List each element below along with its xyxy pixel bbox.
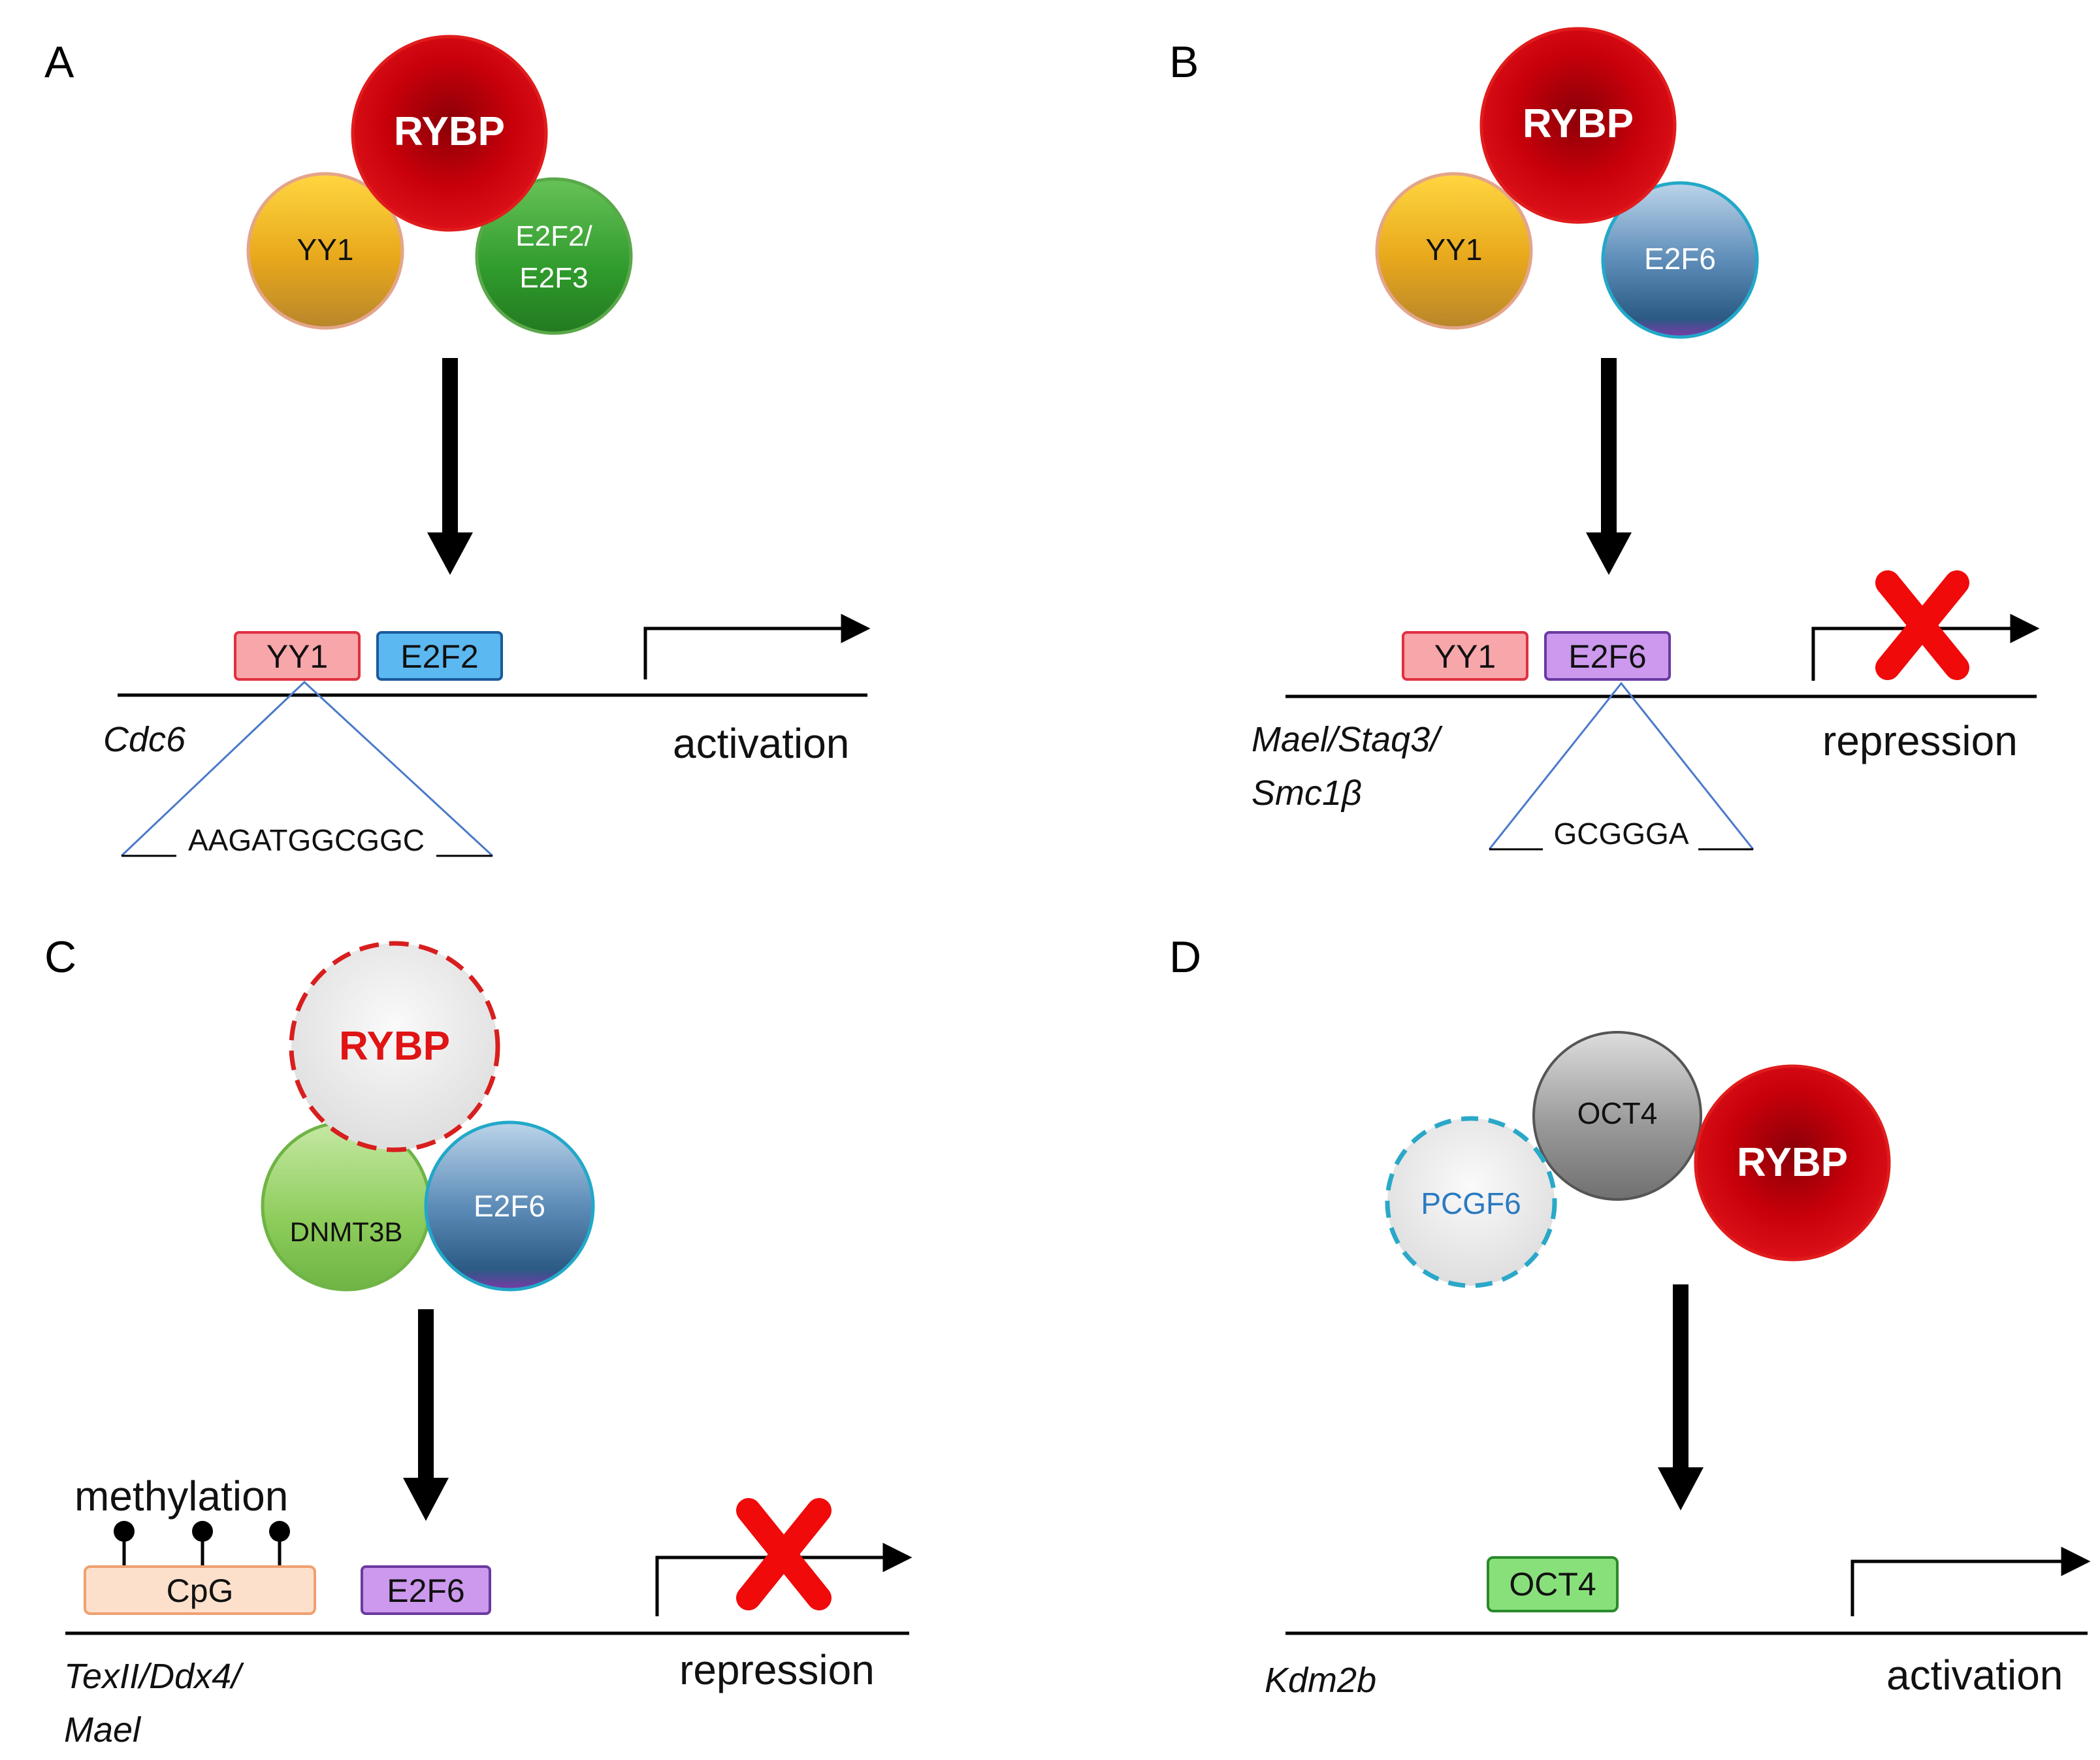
panel-d: D OCT4 PCGF6 RYBP OCT4 Kdm2b activation [1169, 932, 2091, 1700]
rybp-label: RYBP [394, 109, 505, 154]
yy1-protein [246, 172, 404, 330]
panel-c-letter: C [44, 932, 76, 982]
oct4-binding-site [1487, 1556, 1619, 1612]
yy1-binding-site [234, 631, 361, 681]
rybp-label: RYBP [1523, 101, 1634, 146]
yy1-label: YY1 [297, 233, 354, 267]
panel-c-recruit-arrow [403, 1309, 449, 1521]
rybp-protein-dashed [289, 941, 500, 1152]
panel-c: C RYBP DNMT3B E2F6 methylation [44, 932, 913, 1750]
rybp-protein [1479, 27, 1677, 224]
e2f2-e2f3-protein [475, 177, 633, 335]
tss-arrow [655, 1542, 913, 1616]
e2f6-site-label: E2F6 [387, 1573, 465, 1609]
e2f6-binding-site [1544, 631, 1671, 681]
panel-d-letter: D [1169, 932, 1201, 982]
yy1-protein [1375, 172, 1533, 330]
e2f6-protein [1601, 181, 1759, 339]
e2f6-protein [424, 1120, 595, 1292]
rybp-protein [1694, 1064, 1891, 1262]
outcome-label: activation [1886, 1652, 2063, 1699]
binding-sequence: AAGATGGCGGC [188, 823, 425, 857]
methylation-label: methylation [74, 1473, 288, 1520]
repression-x-icon [736, 1498, 832, 1610]
e2f6-binding-site [361, 1565, 491, 1615]
panel-a-complex: RYBP YY1 E2F2/ E2F3 [246, 35, 633, 335]
tss-arrow [1850, 1546, 2091, 1616]
oct4-label: OCT4 [1577, 1096, 1658, 1130]
binding-sequence: GCGGGA [1553, 817, 1688, 851]
rybp-protein [351, 35, 548, 232]
panel-a-letter: A [44, 37, 74, 87]
yy1-label: YY1 [1426, 233, 1483, 267]
yy1-site-label: YY1 [267, 638, 329, 675]
cpg-island [84, 1565, 316, 1615]
e2f23-label-line1: E2F2/ [515, 220, 592, 252]
panel-c-complex: RYBP DNMT3B E2F6 [261, 941, 595, 1292]
e2f6-site-label: E2F6 [1568, 638, 1647, 675]
panel-b: B RYBP YY1 E2F6 YY1 E2F6 [1169, 27, 2040, 851]
yy1-site-label: YY1 [1434, 638, 1496, 675]
e2f23-label-line2: E2F3 [519, 262, 588, 294]
panel-d-promoter: OCT4 Kdm2b activation [1265, 1546, 2091, 1700]
tss-arrow [643, 613, 871, 679]
panel-b-recruit-arrow [1586, 358, 1632, 575]
panel-a-recruit-arrow [427, 358, 473, 575]
tss-arrow [1811, 613, 2040, 681]
repression-x-icon [1875, 570, 1969, 680]
gene-name-line1: TexII/Ddx4/ [64, 1657, 244, 1696]
panel-d-recruit-arrow [1658, 1284, 1704, 1510]
outcome-label: repression [1822, 717, 2018, 764]
pcgf6-protein-dashed [1385, 1116, 1557, 1288]
gene-name: Cdc6 [103, 720, 186, 759]
sequence-zoom-lines [120, 680, 494, 857]
outcome-label: activation [673, 720, 849, 767]
oct4-protein [1532, 1031, 1702, 1201]
sequence-zoom-lines [1488, 681, 1754, 850]
panel-b-complex: RYBP YY1 E2F6 [1375, 27, 1759, 339]
e2f2-site-label: E2F2 [400, 638, 479, 675]
panel-b-promoter: YY1 E2F6 GCGGGA Mael/Staq3/ Smc1β repres… [1252, 570, 2040, 851]
dnmt3b-label: DNMT3B [290, 1216, 403, 1247]
gene-name: Kdm2b [1265, 1661, 1376, 1700]
cpg-label: CpG [167, 1573, 234, 1609]
rybp-label: RYBP [1737, 1140, 1848, 1185]
panel-d-complex: OCT4 PCGF6 RYBP [1385, 1031, 1891, 1288]
gene-name-line2: Mael [64, 1710, 142, 1750]
gene-name-line2: Smc1β [1252, 774, 1362, 813]
panel-b-letter: B [1169, 37, 1199, 87]
panel-c-promoter: methylation CpG E2F6 TexII/Ddx4/ Mael re… [64, 1473, 913, 1750]
e2f2-binding-site [376, 631, 503, 681]
panel-a-promoter: YY1 E2F2 AAGATGGCGGC Cdc6 activation [103, 613, 871, 857]
rybp-label: RYBP [339, 1024, 450, 1069]
e2f6-label: E2F6 [1644, 242, 1716, 276]
e2f6-label: E2F6 [474, 1189, 545, 1223]
panel-a: A RYBP YY1 E2F2/ E2F3 YY1 E2F2 AAGATGGCG… [44, 35, 871, 857]
pcgf6-label: PCGF6 [1421, 1186, 1521, 1220]
gene-name-line1: Mael/Staq3/ [1252, 720, 1443, 759]
methyl-group-icons [114, 1521, 290, 1567]
yy1-binding-site [1402, 631, 1528, 681]
oct4-site-label: OCT4 [1509, 1566, 1596, 1603]
outcome-label: repression [679, 1646, 875, 1693]
